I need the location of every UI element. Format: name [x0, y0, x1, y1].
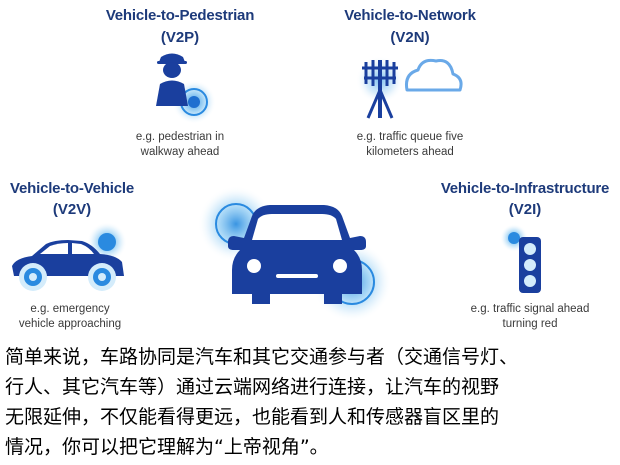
v2v-abbr: (V2V)	[52, 201, 92, 218]
v2i-caption-line-2: turning red	[502, 318, 558, 330]
body-paragraph: 简单来说，车路协同是汽车和其它交通参与者（交通信号灯、 行人、其它汽车等）通过云…	[5, 342, 617, 462]
v2v-caption-line-1: e.g. emergency	[30, 303, 110, 315]
v2n-caption-line-2: kilometers ahead	[366, 146, 454, 158]
v2n-title: Vehicle-to-Network	[344, 7, 476, 24]
v2i-block: Vehicle-to-Infrastructure (V2I)	[430, 179, 620, 219]
v2i-title: Vehicle-to-Infrastructure	[440, 180, 610, 197]
v2p-title: Vehicle-to-Pedestrian	[105, 7, 255, 24]
v2i-abbr: (V2I)	[508, 201, 542, 218]
v2v-caption-line-2: vehicle approaching	[18, 318, 122, 330]
v2n-block: Vehicle-to-Network (V2N)	[305, 6, 515, 47]
pedestrian-icon	[156, 53, 216, 124]
v2p-caption-line-2: walkway ahead	[140, 146, 220, 158]
v2i-caption-line-1: e.g. traffic signal ahead	[470, 303, 590, 315]
v2p-caption: e.g. pedestrian in walkway ahead	[100, 130, 260, 160]
network-antenna-cloud-icon	[356, 56, 463, 119]
paragraph-line-1: 简单来说，车路协同是汽车和其它交通参与者（交通信号灯、	[5, 346, 519, 368]
v2n-abbr: (V2N)	[390, 29, 430, 46]
v2v-title: Vehicle-to-Vehicle	[10, 180, 134, 197]
v2p-abbr: (V2P)	[160, 29, 200, 46]
front-car-icon	[198, 186, 392, 322]
side-car-icon	[12, 222, 127, 291]
v2v-caption: e.g. emergency vehicle approaching	[0, 302, 140, 332]
v2n-caption: e.g. traffic queue five kilometers ahead	[325, 130, 495, 160]
traffic-light-icon	[500, 224, 541, 293]
v2n-caption-line-1: e.g. traffic queue five	[356, 131, 464, 143]
v2p-block: Vehicle-to-Pedestrian (V2P)	[80, 6, 280, 47]
paragraph-line-4: 情况，你可以把它理解为“上帝视角”。	[5, 436, 329, 458]
paragraph-line-3: 无限延伸，不仅能看得更远，也能看到人和传感器盲区里的	[5, 406, 500, 428]
v2v-block: Vehicle-to-Vehicle (V2V)	[2, 179, 142, 219]
paragraph-line-2: 行人、其它汽车等）通过云端网络进行连接，让汽车的视野	[5, 376, 500, 398]
v2p-caption-line-1: e.g. pedestrian in	[135, 131, 225, 143]
v2i-caption: e.g. traffic signal ahead turning red	[450, 302, 610, 332]
